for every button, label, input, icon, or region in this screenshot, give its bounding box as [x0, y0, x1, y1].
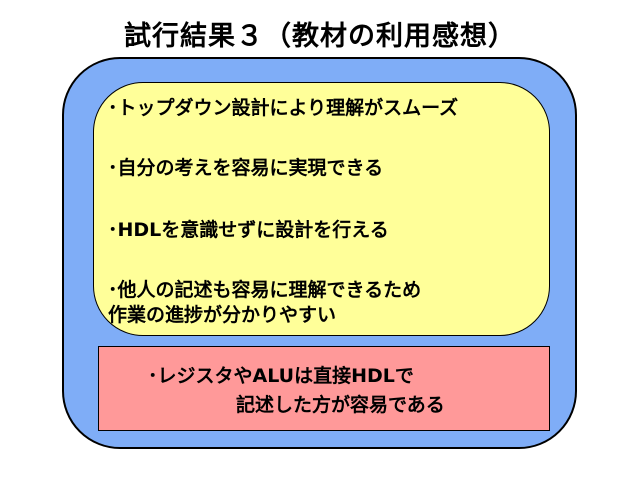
list-item: ･自分の考えを容易に実現できる	[108, 157, 384, 179]
remark-line: 記述した方が容易である	[236, 394, 445, 416]
inner-rounded-box	[93, 82, 550, 336]
list-item: ･他人の記述も容易に理解できるため	[108, 279, 422, 301]
remark-box	[98, 346, 550, 431]
list-item-continuation: 作業の進捗が分かりやすい	[108, 304, 337, 326]
remark-line: ･レジスタやALUは直接HDLで	[148, 365, 414, 387]
list-item: ･HDLを意識せずに設計を行える	[108, 219, 389, 241]
list-item: ･トップダウン設計により理解がスムーズ	[108, 97, 459, 119]
slide-title: 試行結果３（教材の利用感想）	[124, 21, 516, 52]
